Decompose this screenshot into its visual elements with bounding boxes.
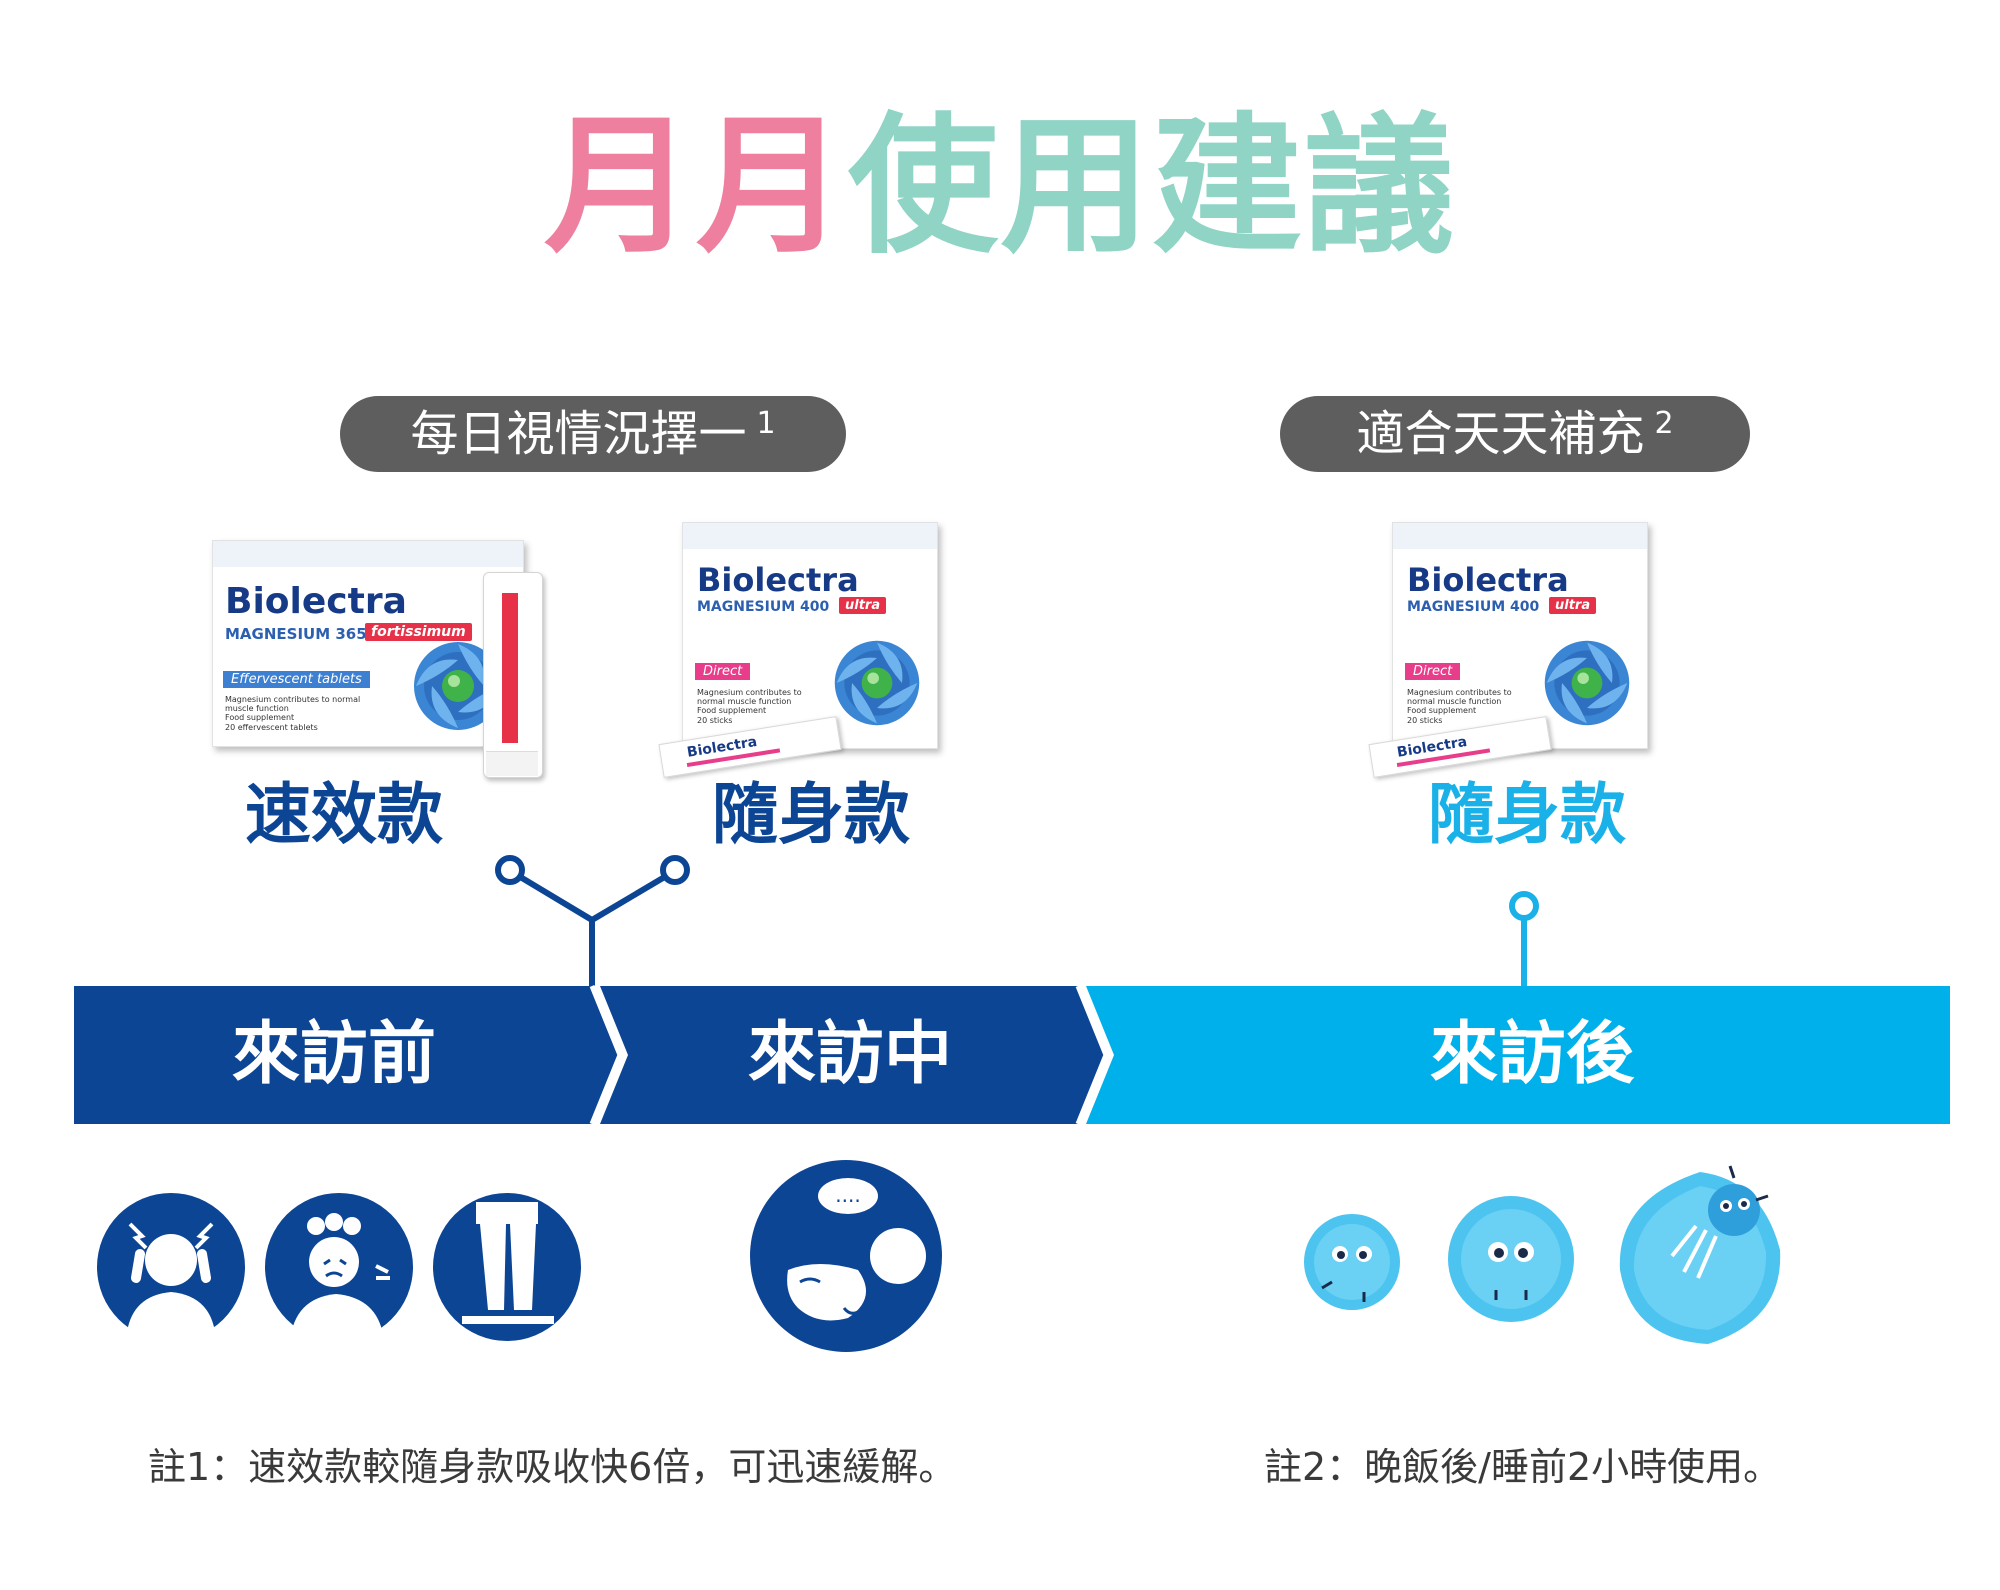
pill-footnote-marker: 1 — [756, 406, 776, 441]
small-line: Food supplement — [1407, 706, 1477, 716]
footnote-1: 註1：速效款較隨身款吸收快6倍，可迅速緩解。 — [148, 1445, 957, 1489]
small-magnesium-ball-icon — [1304, 1214, 1400, 1310]
small-line: normal muscle function — [1407, 697, 1502, 707]
medium-magnesium-ball-icon — [1448, 1196, 1574, 1322]
variant-tag: ultra — [839, 597, 887, 614]
product-small-text: Magnesium contributes to normal muscle f… — [1407, 688, 1512, 725]
svg-text:....: .... — [835, 1183, 860, 1207]
small-line: muscle function — [225, 704, 289, 714]
product-line: MAGNESIUM 400 — [697, 599, 830, 615]
timeline-label-before: 來訪前 — [231, 1015, 436, 1094]
small-line: 20 sticks — [697, 715, 733, 725]
product-small-text: Magnesium contributes to normal muscle f… — [225, 695, 360, 732]
variant-tag: fortissimum — [365, 623, 472, 641]
small-line: Magnesium contributes to — [697, 688, 802, 697]
pill-text: 適合天天補充 — [1356, 406, 1645, 462]
cramp-pain-icon: .... — [750, 1160, 942, 1352]
segment-during — [600, 986, 1106, 1124]
box-top-strip — [1393, 523, 1647, 549]
box-top-strip — [683, 523, 937, 549]
product-line: MAGNESIUM 365 — [225, 625, 367, 643]
magnesium-swirl-logo-icon — [1544, 640, 1630, 726]
small-line: Food supplement — [225, 713, 295, 723]
daily-choose-pill: 每日視情況擇一 1 — [340, 396, 846, 472]
title-part-1: 月月 — [543, 100, 848, 274]
pill-footnote-marker: 2 — [1654, 406, 1674, 441]
product-label-portable: 隨身款 — [712, 776, 910, 853]
product-line: MAGNESIUM 400 — [1407, 599, 1540, 615]
magnesium-swirl-logo-icon — [414, 642, 502, 730]
magnesium-swirl-logo-icon — [834, 640, 920, 726]
brand-name: Biolectra — [1407, 561, 1569, 599]
daily-supplement-pill: 適合天天補充 2 — [1280, 396, 1750, 472]
small-line: 20 sticks — [1407, 715, 1443, 725]
brand-name: Biolectra — [697, 561, 859, 599]
effervescent-tube — [483, 572, 543, 778]
small-line: normal muscle function — [697, 697, 792, 707]
product-strip: Direct — [1405, 663, 1461, 680]
title-part-2: 使用建議 — [848, 100, 1457, 274]
swollen-legs-icon — [433, 1193, 581, 1341]
segment-after — [1086, 986, 1950, 1124]
small-line: 20 effervescent tablets — [225, 722, 318, 732]
small-line: Magnesium contributes to normal — [225, 695, 361, 704]
product-label-fast: 速效款 — [245, 776, 443, 853]
product-label-portable-after: 隨身款 — [1428, 776, 1626, 853]
pill-text: 每日視情況擇一 — [410, 406, 747, 462]
timeline-label-after: 來訪後 — [1429, 1015, 1634, 1094]
product-box-fortissimum: Biolectra MAGNESIUM 365 fortissimum Effe… — [212, 540, 524, 747]
small-line: Food supplement — [697, 706, 767, 716]
product-box-ultra: Biolectra MAGNESIUM 400 ultra Direct Mag… — [682, 522, 938, 749]
page-title: 月月使用建議 — [0, 112, 2000, 262]
product-small-text: Magnesium contributes to normal muscle f… — [697, 688, 802, 725]
brand-name: Biolectra — [225, 581, 407, 622]
product-strip: Effervescent tablets — [223, 671, 370, 688]
headache-icon — [97, 1193, 245, 1342]
timeline-label-during: 來訪中 — [747, 1015, 952, 1094]
footnote-2: 註2：晚飯後/睡前2小時使用。 — [1264, 1445, 1782, 1489]
variant-tag: ultra — [1549, 597, 1597, 614]
small-line: Magnesium contributes to — [1407, 688, 1512, 697]
segment-before — [74, 986, 620, 1124]
irritated-person-icon — [265, 1193, 413, 1342]
box-top-strip — [213, 541, 523, 567]
tube-cap — [486, 751, 538, 776]
product-box-ultra-after: Biolectra MAGNESIUM 400 ultra Direct Mag… — [1392, 522, 1648, 749]
tube-label-stripe — [502, 593, 518, 743]
product-strip: Direct — [695, 663, 751, 680]
bursting-magnesium-ball-icon — [1619, 1165, 1781, 1344]
